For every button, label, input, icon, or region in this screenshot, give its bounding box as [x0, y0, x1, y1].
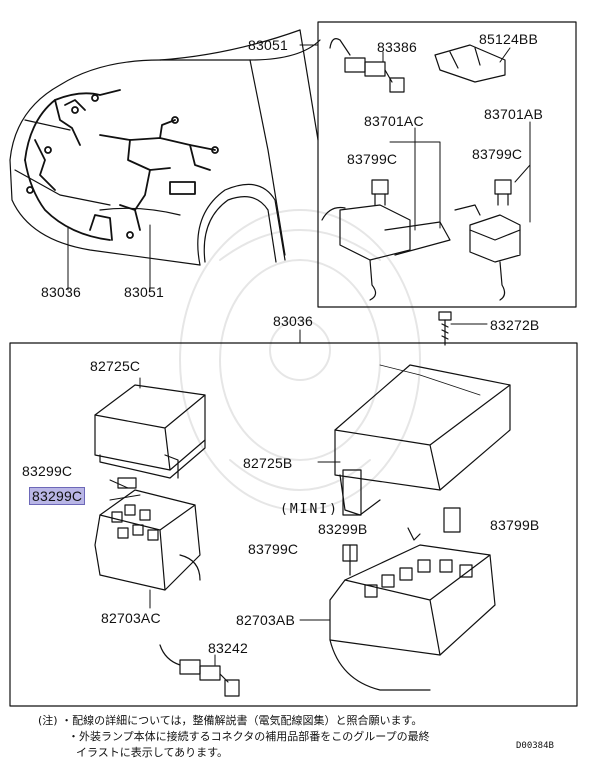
- footnote-line-3: イラストに表示してあります。: [76, 746, 229, 759]
- part-label-83299c-upper[interactable]: 83299C: [22, 463, 73, 479]
- part-label-83051-car[interactable]: 83051: [124, 284, 164, 300]
- part-label-82703ac[interactable]: 82703AC: [101, 610, 161, 626]
- bolt-83272b-drawing: [438, 311, 488, 346]
- part-label-83299c-highlighted[interactable]: 83299C: [28, 487, 86, 505]
- part-label-83386[interactable]: 83386: [377, 39, 417, 55]
- watermark: [179, 209, 421, 511]
- part-label-82725c[interactable]: 82725C: [90, 358, 141, 374]
- mini-fuse-note: (MINI): [280, 502, 339, 517]
- part-label-83051-top[interactable]: 83051: [248, 37, 288, 53]
- diagram-code: D00384B: [516, 741, 554, 751]
- part-label-83272b[interactable]: 83272B: [490, 317, 540, 333]
- part-label-82725b[interactable]: 82725B: [243, 455, 293, 471]
- part-label-83799c-b[interactable]: 83799C: [472, 146, 523, 162]
- footnote-line-2: ・外装ランプ本体に接続するコネクタの補用品部番をこのグループの最終: [68, 730, 430, 743]
- connector-83242-drawing: [159, 644, 240, 697]
- harness-83036-drawing: [24, 89, 121, 291]
- part-label-83799c-lower[interactable]: 83799C: [248, 541, 299, 557]
- relay-bracket-left-drawing: [321, 127, 451, 301]
- part-label-83799c-a[interactable]: 83799C: [347, 151, 398, 167]
- relay-bracket-right-drawing: [454, 121, 531, 301]
- fuse-box-assembly-frame: [9, 342, 578, 707]
- part-label-83299b[interactable]: 83299B: [318, 521, 368, 537]
- footnote-line-1: (注) ・配線の詳細については，整備解説書（電気配線図集）と照合願います。: [38, 714, 423, 727]
- fuse-box-82703ac-drawing: [94, 477, 201, 609]
- fuse-box-82703ab-drawing: [299, 507, 496, 691]
- part-label-83036-box[interactable]: 83036: [273, 313, 313, 329]
- part-label-85124bb[interactable]: 85124BB: [479, 31, 539, 47]
- part-label-83036-car[interactable]: 83036: [41, 284, 81, 300]
- part-label-82703ab[interactable]: 82703AB: [236, 612, 296, 628]
- vehicle-front-illustration: [9, 29, 321, 266]
- part-label-83242[interactable]: 83242: [208, 640, 248, 656]
- connector-83386-drawing: [329, 38, 405, 93]
- part-label-83701ac[interactable]: 83701AC: [364, 113, 424, 129]
- connector-inset-frame: [317, 21, 577, 308]
- holder-85124bb-drawing: [434, 44, 511, 83]
- harness-83051-drawing: [99, 116, 219, 291]
- part-label-83701ab[interactable]: 83701AB: [484, 106, 544, 122]
- cover-82725c-drawing: [94, 377, 206, 479]
- part-label-83799b[interactable]: 83799B: [490, 517, 540, 533]
- cover-82725b-drawing: [317, 364, 511, 516]
